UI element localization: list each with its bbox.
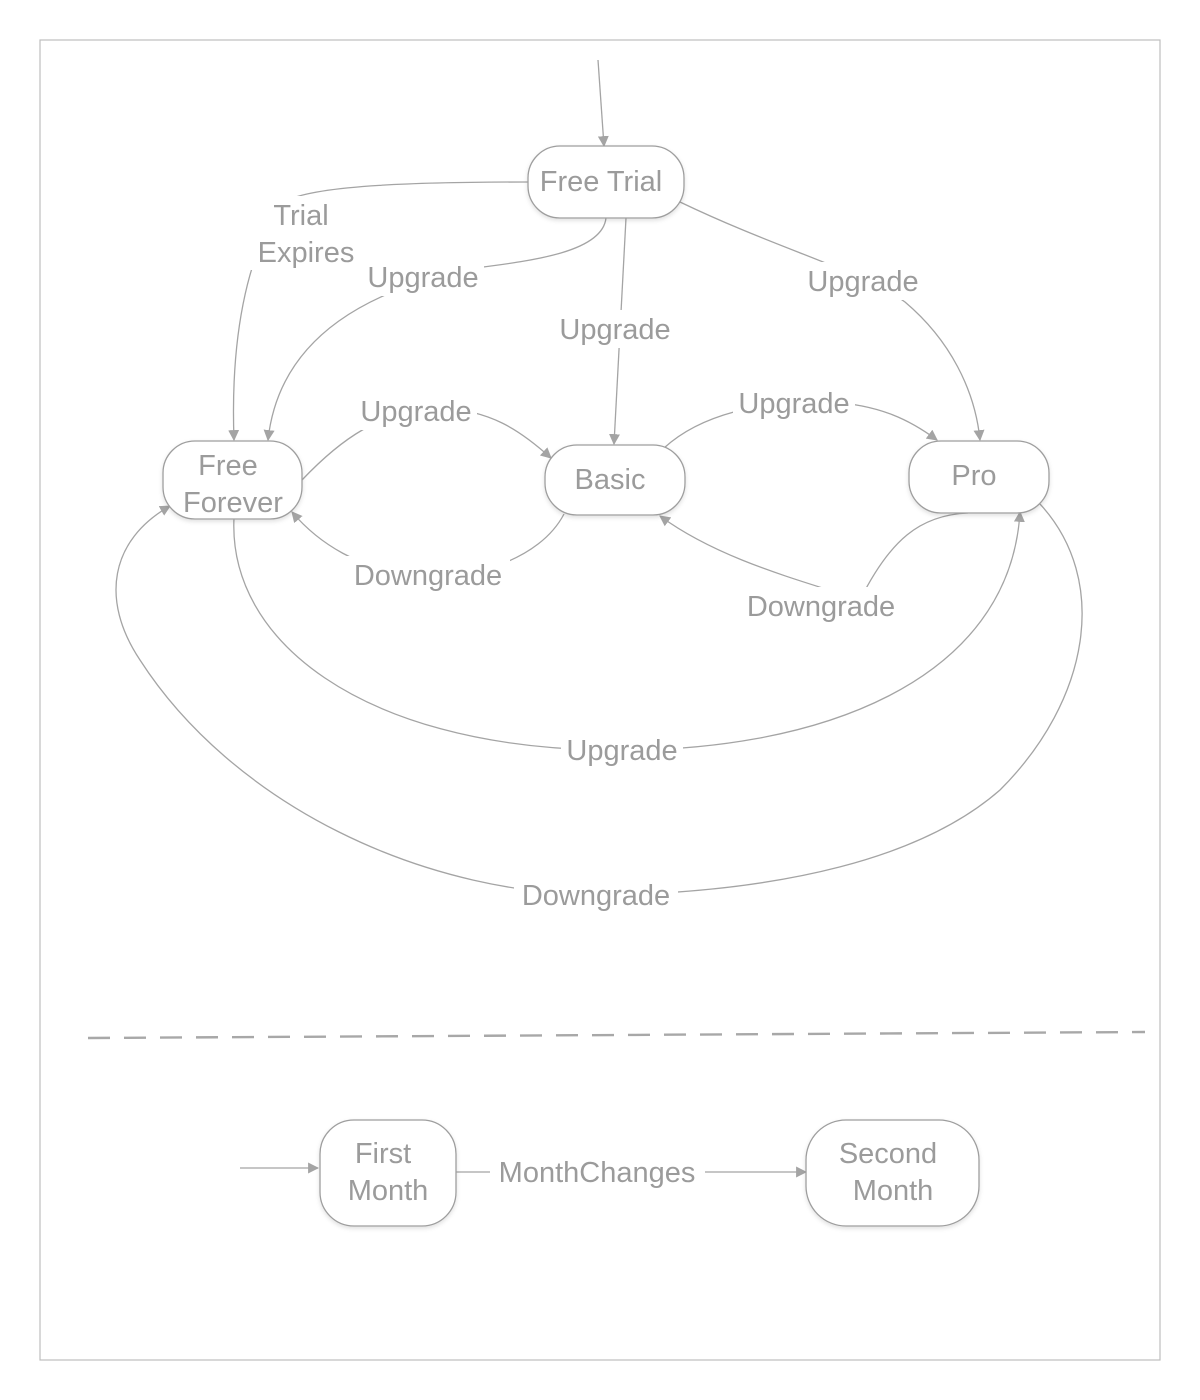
label-trial-to-pro-upgrade-text: Upgrade xyxy=(807,266,918,298)
state-free-forever-label-line2: Forever xyxy=(183,487,283,519)
state-first-month[interactable]: First Month xyxy=(319,1119,457,1227)
label-pro-to-basic-downgrade: Downgrade xyxy=(739,587,903,625)
label-free-to-basic-upgrade-text: Upgrade xyxy=(360,396,471,428)
label-trial-expires: Trial Expires xyxy=(250,196,362,270)
state-free-trial-label: Free Trial xyxy=(540,166,662,198)
state-free-forever-label-line1: Free xyxy=(198,450,258,482)
label-trial-to-free-upgrade: Upgrade xyxy=(362,258,484,296)
label-trial-expires-line1: Trial xyxy=(273,200,328,232)
state-first-month-label-line2: Month xyxy=(348,1175,429,1207)
label-free-to-pro-upgrade: Upgrade xyxy=(561,731,683,769)
label-trial-to-basic-upgrade-text: Upgrade xyxy=(559,314,670,346)
label-month-changes: MonthChanges xyxy=(490,1153,705,1191)
label-basic-to-free-downgrade: Downgrade xyxy=(346,556,510,594)
state-second-month[interactable]: Second Month xyxy=(805,1119,980,1227)
label-pro-to-free-downgrade-text: Downgrade xyxy=(522,880,670,912)
state-second-month-label-line2: Month xyxy=(853,1175,934,1207)
state-second-month-label-line1: Second xyxy=(839,1138,937,1170)
label-trial-to-free-upgrade-text: Upgrade xyxy=(367,262,478,294)
state-pro-label: Pro xyxy=(951,460,996,492)
state-free-trial[interactable]: Free Trial xyxy=(527,145,685,219)
state-basic-label: Basic xyxy=(575,464,646,496)
state-free-forever[interactable]: Free Forever xyxy=(162,440,303,520)
label-basic-to-free-downgrade-text: Downgrade xyxy=(354,560,502,592)
label-pro-to-free-downgrade: Downgrade xyxy=(514,876,678,914)
state-first-month-label-line1: First xyxy=(355,1138,411,1170)
label-trial-expires-line2: Expires xyxy=(258,237,355,269)
label-trial-to-basic-upgrade: Upgrade xyxy=(554,310,676,348)
label-month-changes-text: MonthChanges xyxy=(499,1157,696,1189)
state-pro[interactable]: Pro xyxy=(908,440,1050,514)
label-pro-to-basic-downgrade-text: Downgrade xyxy=(747,591,895,623)
section-divider xyxy=(87,1030,1146,1040)
state-basic[interactable]: Basic xyxy=(544,444,686,516)
label-free-to-basic-upgrade: Upgrade xyxy=(355,392,477,430)
label-free-to-pro-upgrade-text: Upgrade xyxy=(566,735,677,767)
initial-arrow-free-trial xyxy=(597,59,609,148)
label-trial-to-pro-upgrade: Upgrade xyxy=(802,262,924,300)
label-basic-to-pro-upgrade-text: Upgrade xyxy=(738,388,849,420)
label-basic-to-pro-upgrade: Upgrade xyxy=(733,384,855,422)
